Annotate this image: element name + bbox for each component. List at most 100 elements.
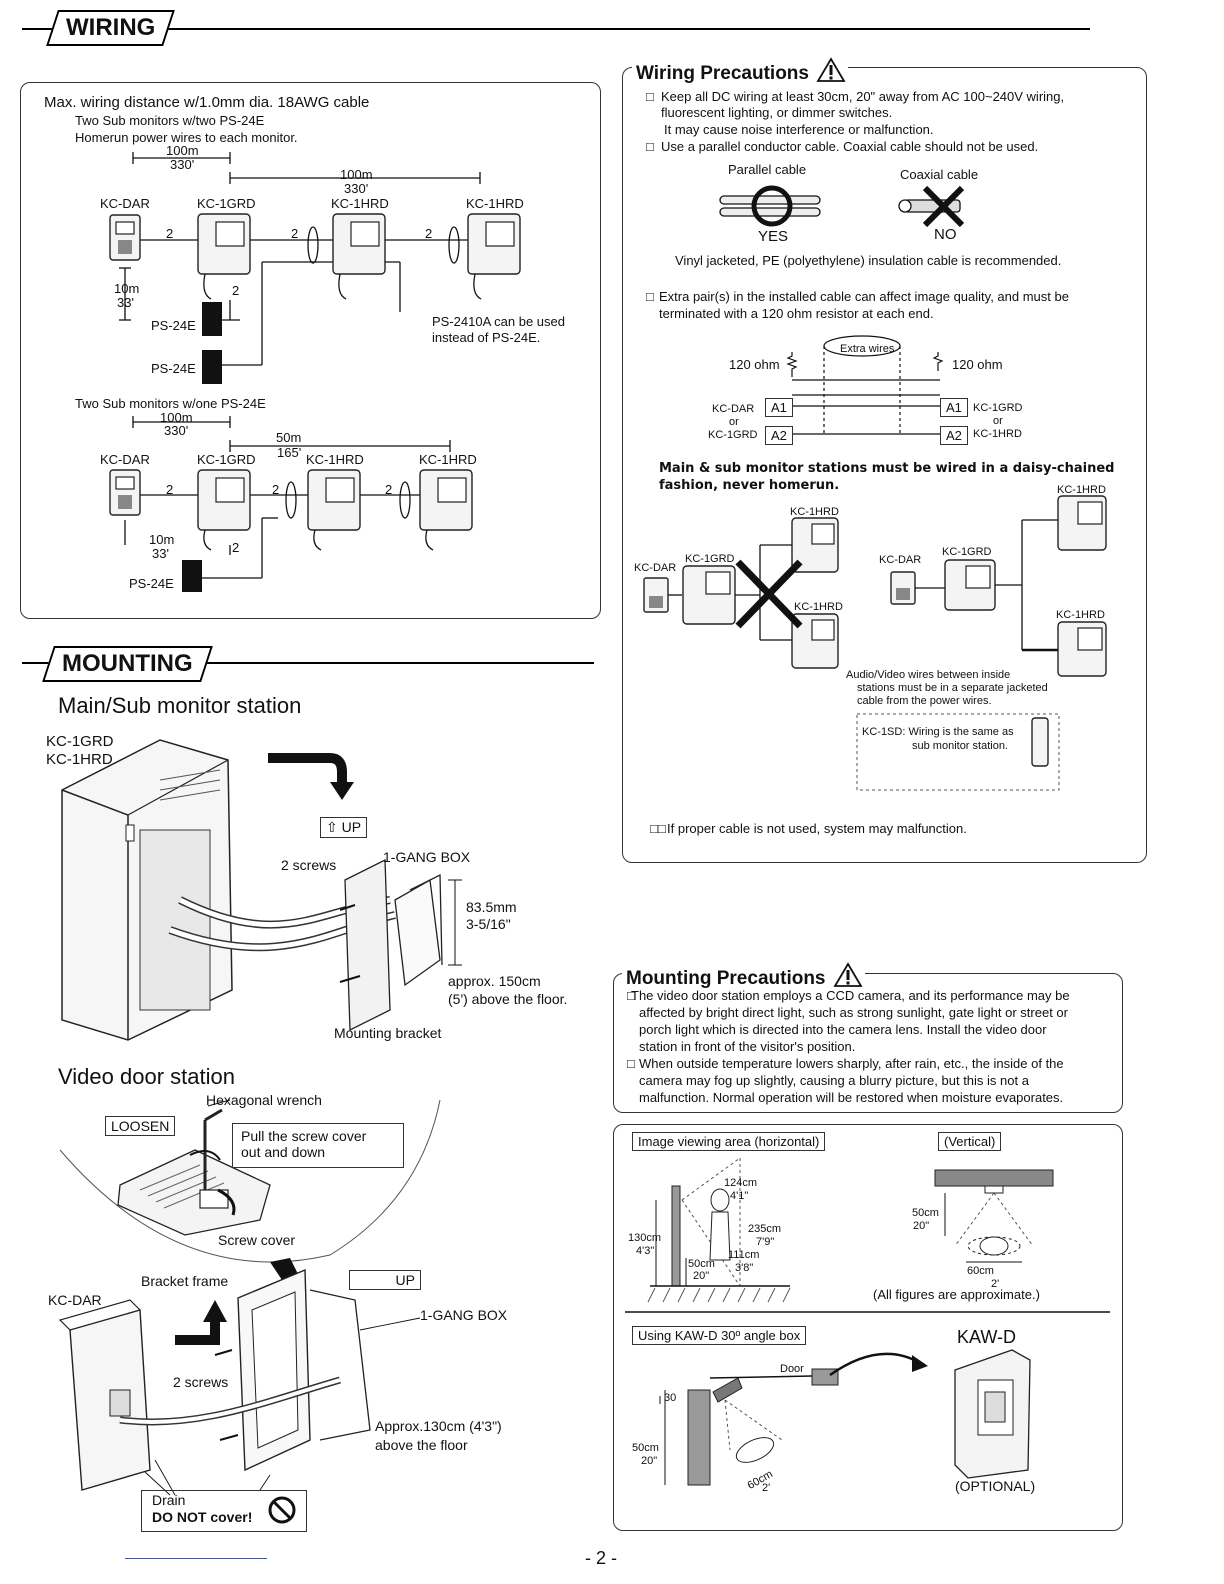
av-note-line3: cable from the power wires.: [857, 695, 992, 707]
mp-p1-line4: station in front of the visitor's positi…: [639, 1039, 856, 1054]
bullet-box-5: □: [627, 988, 635, 1003]
wire-count-6: 2: [272, 482, 280, 497]
yes-label: YES: [758, 228, 789, 245]
h-50cm: 50cm: [688, 1258, 715, 1270]
wiring-precautions-header: Wiring Precautions: [632, 57, 849, 85]
bullet-box-1: □: [646, 89, 654, 104]
approx-figures-note: (All figures are approximate.): [873, 1287, 1040, 1302]
right-or: or: [993, 415, 1003, 427]
ok-kc-1hrd-top: KC-1HRD: [1057, 484, 1106, 496]
h-111cm: 111cm: [728, 1249, 760, 1261]
label-kc-1hrd-a: KC-1HRD: [331, 196, 389, 211]
screw-cover-label: Screw cover: [218, 1232, 296, 1248]
right-kc-1hrd: KC-1HRD: [973, 428, 1022, 440]
x-kc-1grd: KC-1GRD: [685, 553, 735, 565]
dist-10m: 10m: [114, 281, 140, 296]
model-kc-1grd: KC-1GRD: [46, 733, 114, 750]
wiring-precautions-title: Wiring Precautions: [636, 63, 809, 84]
drain-warning-box: Drain DO NOT cover!: [141, 1490, 307, 1532]
dist-100m-a: 100m: [166, 143, 199, 158]
kaw-d-title: KAW-D: [957, 1327, 1017, 1347]
bottom-config-note: Two Sub monitors w/one PS-24E: [75, 396, 266, 411]
kc1sd-note-line1: KC-1SD: Wiring is the same as: [862, 726, 1014, 738]
label-kc-dar-2: KC-DAR: [100, 452, 150, 467]
pull-cover-line1: Pull the screw cover: [241, 1128, 367, 1144]
main-height-line1: approx. 150cm: [448, 973, 541, 989]
h-4-1: 4'1": [730, 1190, 749, 1202]
mp-p2-line2: camera may fog up slightly, causing a bl…: [639, 1073, 1029, 1088]
extra-wires-label: Extra wires: [840, 343, 895, 355]
label-ps24e-b: PS-24E: [151, 361, 196, 376]
horizontal-view-tag: Image viewing area (horizontal): [632, 1132, 826, 1151]
wire-count-5: 2: [166, 482, 174, 497]
h-20in: 20": [693, 1270, 710, 1282]
mounting-bracket-label: Mounting bracket: [334, 1025, 442, 1041]
dist-330-a: 330': [170, 157, 195, 172]
do-not-cover-label: DO NOT cover!: [152, 1509, 253, 1525]
bullet-box-6: □: [627, 1056, 635, 1071]
max-distance-note: Max. wiring distance w/1.0mm dia. 18AWG …: [44, 94, 370, 111]
label-kc-1grd: KC-1GRD: [197, 196, 256, 211]
door-gang-box-label: 1-GANG BOX: [420, 1307, 508, 1323]
wire-count-1: 2: [166, 226, 174, 241]
left-or: or: [729, 416, 739, 428]
top-homerun-note: Homerun power wires to each monitor.: [75, 130, 298, 145]
wiring-section-rule: [22, 28, 1090, 30]
h-7-9: 7'9": [756, 1236, 775, 1248]
main-sub-monitor-heading: Main/Sub monitor station: [58, 693, 302, 718]
k-2ft: 2': [762, 1482, 771, 1494]
a2-right-box: A2: [940, 426, 968, 445]
improper-cable-note: If proper cable is not used, system may …: [667, 821, 967, 836]
dist-50m: 50m: [276, 430, 302, 445]
bullet-box-4: □□: [650, 821, 666, 836]
dist-100m-c: 100m: [160, 410, 193, 425]
vinyl-note: Vinyl jacketed, PE (polyethylene) insula…: [675, 253, 1062, 268]
video-door-heading: Video door station: [58, 1064, 235, 1089]
page-number: - 2 -: [585, 1548, 618, 1568]
h-3-8: 3'8": [735, 1262, 754, 1274]
wp-bullet1-line2: fluorescent lighting, or dimmer switches…: [661, 105, 893, 120]
warning-icon: [833, 962, 863, 987]
mounting-precautions-header: Mounting Precautions: [622, 962, 865, 990]
dist-330-c: 330': [164, 423, 189, 438]
mp-p2-line1: When outside temperature lowers sharply,…: [639, 1056, 1064, 1071]
label-kc-1hrd-d: KC-1HRD: [419, 452, 477, 467]
dim-3-5-16: 3-5/16": [466, 916, 511, 932]
mounting-section-rule: [22, 662, 594, 664]
wp-bullet1-line1: Keep all DC wiring at least 30cm, 20" aw…: [661, 89, 1065, 104]
label-kc-1hrd-b: KC-1HRD: [466, 196, 524, 211]
label-ps24e-a: PS-24E: [151, 318, 196, 333]
v-2ft: 2': [991, 1278, 1000, 1290]
v-20in: 20": [913, 1220, 930, 1232]
daisy-chain-line1: Main & sub monitor stations must be wire…: [659, 461, 1115, 476]
vertical-view-tag: (Vertical): [938, 1132, 1002, 1151]
dim-83mm: 83.5mm: [466, 899, 517, 915]
wire-count-3: 2: [425, 226, 433, 241]
footer-link-rule: [125, 1558, 267, 1559]
bracket-frame-label: Bracket frame: [141, 1273, 229, 1289]
optional-label: (OPTIONAL): [955, 1478, 1036, 1494]
label-kc-dar: KC-DAR: [100, 196, 150, 211]
right-kc-1grd: KC-1GRD: [973, 402, 1023, 414]
drain-label: Drain: [152, 1492, 186, 1508]
door-screws-label: 2 screws: [173, 1374, 229, 1390]
dist-33: 33': [117, 295, 134, 310]
wire-count-4: 2: [232, 283, 240, 298]
ok-kc-1grd: KC-1GRD: [942, 546, 992, 558]
door-kc-dar-label: KC-DAR: [48, 1292, 102, 1308]
k-30-deg: 30: [664, 1392, 677, 1404]
mp-p1-line1: The video door station employs a CCD cam…: [631, 988, 1070, 1003]
parallel-cable-label: Parallel cable: [728, 162, 807, 177]
h-124cm: 124cm: [724, 1177, 758, 1189]
a2-left-box: A2: [765, 426, 793, 445]
h-4-3: 4'3": [636, 1245, 655, 1257]
ok-kc-dar: KC-DAR: [879, 554, 922, 566]
wp-bullet1-line3: It may cause noise interference or malfu…: [664, 122, 934, 137]
